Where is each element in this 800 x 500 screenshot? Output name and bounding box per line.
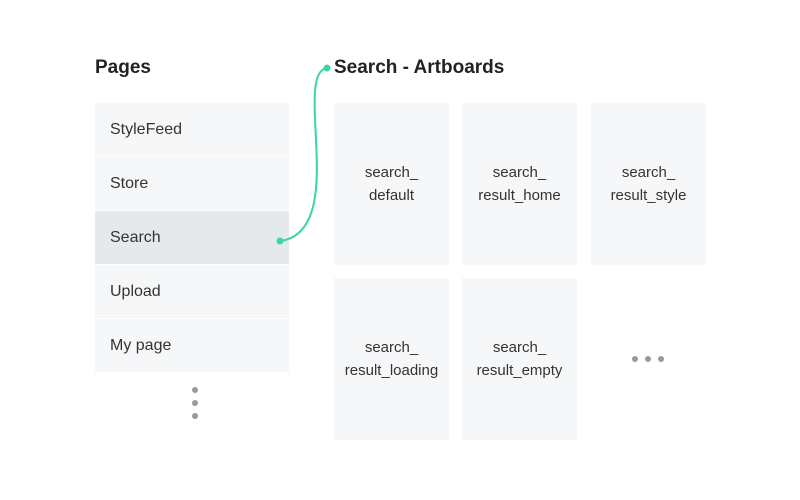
page-item-upload[interactable]: Upload	[95, 265, 289, 318]
artboard[interactable]: search_ result_home	[462, 103, 577, 265]
artboard[interactable]: search_ result_loading	[334, 278, 449, 440]
artboard[interactable]: search_ result_empty	[462, 278, 577, 440]
pages-title: Pages	[95, 57, 151, 78]
artboards-title: Search - Artboards	[334, 57, 505, 78]
artboard[interactable]: search_ result_style	[591, 103, 706, 265]
page-item-search[interactable]: Search	[95, 211, 289, 264]
pages-list: StyleFeed Store Search Upload My page	[95, 103, 289, 373]
page-item-store[interactable]: Store	[95, 157, 289, 210]
more-artboards-icon[interactable]	[632, 356, 664, 362]
page-item-stylefeed[interactable]: StyleFeed	[95, 103, 289, 156]
more-pages-icon[interactable]	[192, 387, 198, 426]
artboard[interactable]: search_ default	[334, 103, 449, 265]
page-item-my-page[interactable]: My page	[95, 319, 289, 372]
